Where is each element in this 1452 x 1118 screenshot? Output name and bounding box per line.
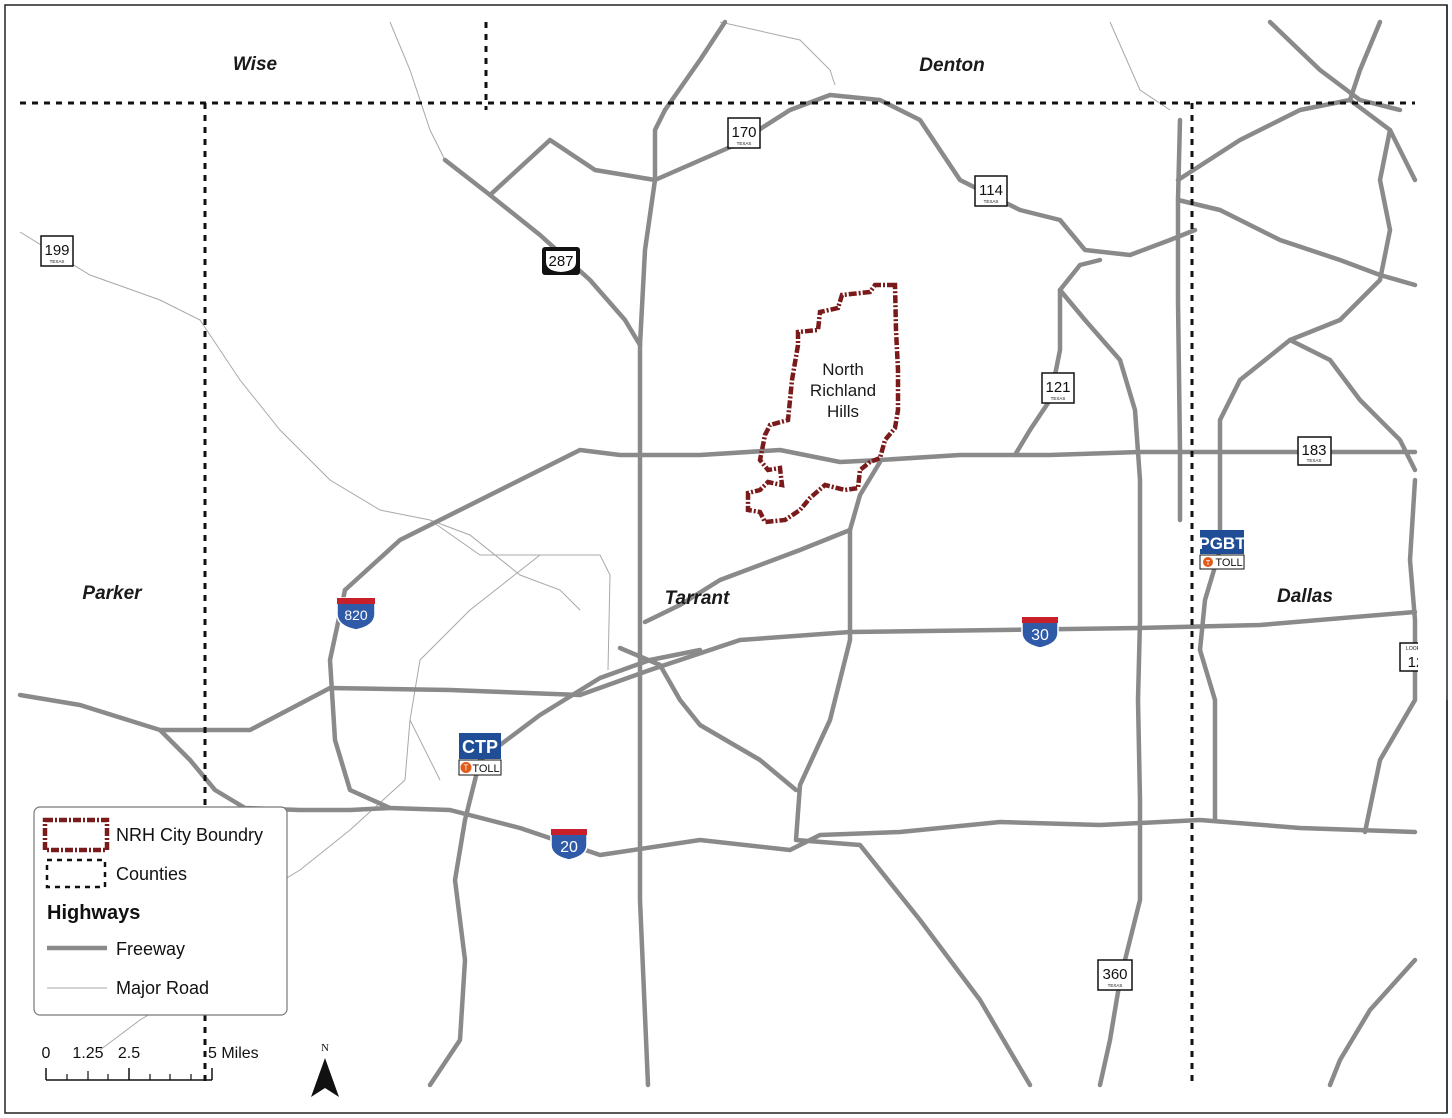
- shield-sh360-state: TEXAS: [1108, 983, 1123, 988]
- edge-mask: [1418, 600, 1448, 700]
- nrh-city-boundary: [745, 282, 901, 525]
- city-label-line2: Richland: [810, 381, 876, 400]
- city-label-line3: Hills: [827, 402, 859, 421]
- shield-pgbt-toll: PGBT T TOLL: [1198, 530, 1246, 570]
- legend-counties-label: Counties: [116, 864, 187, 884]
- shield-us287-number: 287: [548, 253, 573, 270]
- legend: NRH City Boundry Counties Highways Freew…: [33, 806, 288, 1016]
- shield-sh360: 360 TEXAS: [1097, 959, 1133, 991]
- shield-sh199-state: TEXAS: [50, 259, 65, 264]
- shield-sh121: 121 TEXAS: [1041, 372, 1075, 404]
- shield-ctp-toll-text: TOLL: [472, 763, 499, 775]
- north-arrow-label: N: [321, 1042, 329, 1054]
- shield-sh199-number: 199: [44, 242, 69, 259]
- shield-i820: 820: [336, 597, 376, 631]
- county-label-tarrant: Tarrant: [665, 588, 730, 609]
- north-arrow-icon: [325, 1058, 339, 1097]
- shield-loop12-loop: LOOP: [1406, 646, 1421, 652]
- shield-us183-number: 183: [1301, 442, 1326, 459]
- shield-sh121-number: 121: [1045, 379, 1070, 396]
- shield-i20: 20: [550, 828, 588, 861]
- county-label-dallas: Dallas: [1277, 586, 1333, 607]
- shield-pgbt-toll-mark: T: [1206, 560, 1211, 567]
- shield-us183: 183 TEXAS: [1297, 436, 1332, 466]
- shield-sh114-state: TEXAS: [984, 199, 999, 204]
- scale-label-3: 5 Miles: [208, 1045, 259, 1062]
- legend-counties-swatch: [45, 858, 107, 889]
- shield-i30: 30: [1021, 616, 1059, 649]
- county-label-denton: Denton: [919, 55, 984, 76]
- county-label-parker: Parker: [82, 583, 143, 604]
- legend-highways-title: Highways: [47, 902, 140, 924]
- scale-label-0: 0: [42, 1045, 51, 1062]
- scale-bar: 0 1.25 2.5 5 Miles: [42, 1045, 259, 1081]
- shield-sh121-state: TEXAS: [1051, 396, 1066, 401]
- scale-label-2: 2.5: [118, 1045, 140, 1062]
- shield-ctp-toll-mark: T: [464, 764, 469, 773]
- shield-i20-number: 20: [560, 839, 578, 856]
- county-label-wise: Wise: [233, 54, 278, 75]
- north-arrow: N: [311, 1042, 339, 1097]
- legend-boundary-swatch: [42, 817, 110, 853]
- legend-freeway-label: Freeway: [116, 939, 185, 959]
- shield-us183-state: TEXAS: [1307, 458, 1322, 463]
- legend-boundary-label: NRH City Boundry: [116, 825, 263, 845]
- city-label: North Richland Hills: [810, 360, 876, 421]
- shield-sh170-number: 170: [731, 124, 756, 141]
- shield-us287: 287: [542, 247, 580, 275]
- shield-pgbt-label: PGBT: [1198, 534, 1246, 553]
- shield-sh360-number: 360: [1102, 966, 1127, 983]
- shield-pgbt-toll-text: TOLL: [1215, 557, 1242, 569]
- city-label-line1: North: [822, 360, 864, 379]
- shield-sh114-number: 114: [979, 182, 1003, 199]
- shield-sh170-state: TEXAS: [737, 141, 752, 146]
- shield-i820-number: 820: [344, 607, 368, 623]
- shield-sh114: 114 TEXAS: [974, 175, 1008, 207]
- shield-ctp-label: CTP: [462, 737, 498, 757]
- shield-i30-number: 30: [1031, 627, 1049, 644]
- shield-sh170: 170 TEXAS: [727, 117, 761, 149]
- shield-sh199: 199 TEXAS: [40, 235, 74, 267]
- scale-label-1: 1.25: [72, 1045, 103, 1062]
- legend-major-road-label: Major Road: [116, 978, 209, 998]
- shield-ctp-toll: CTP T TOLL: [458, 733, 502, 776]
